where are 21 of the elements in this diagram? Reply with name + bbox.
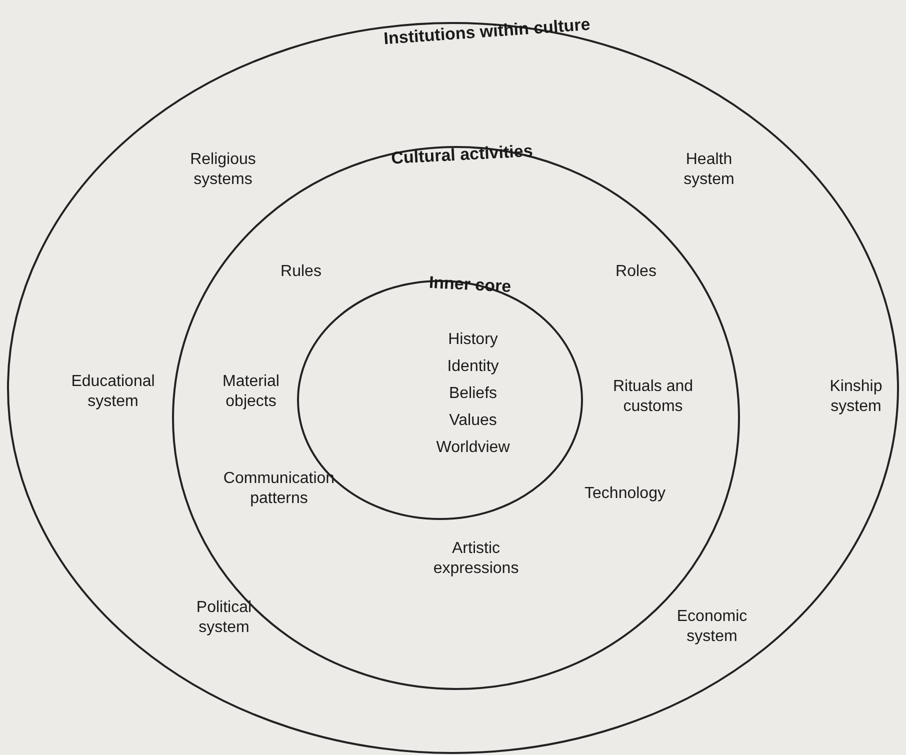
ring-title: Cultural activities <box>390 141 534 169</box>
ring-title: Inner core <box>428 272 512 298</box>
category-label: Educational system <box>70 372 156 412</box>
category-label: Economic system <box>676 607 748 647</box>
category-label: Technology <box>584 484 666 504</box>
core-item: Beliefs <box>448 384 498 404</box>
category-label: Artistic expressions <box>432 539 520 579</box>
core-item: Values <box>449 411 497 431</box>
core-item: Worldview <box>436 438 510 458</box>
category-label: Rules <box>280 262 322 282</box>
category-label: Political system <box>195 598 253 638</box>
category-label: Rituals and customs <box>612 377 694 417</box>
core-item: Identity <box>447 357 499 377</box>
core-item: History <box>448 330 498 350</box>
category-label: Health system <box>682 150 736 190</box>
ring-title: Institutions within culture <box>383 14 591 50</box>
category-label: Kinship system <box>828 377 884 417</box>
category-label: Material objects <box>222 372 280 412</box>
category-label: Religious systems <box>189 150 257 190</box>
category-label: Roles <box>616 262 656 282</box>
category-label: Communication patterns <box>222 469 336 509</box>
